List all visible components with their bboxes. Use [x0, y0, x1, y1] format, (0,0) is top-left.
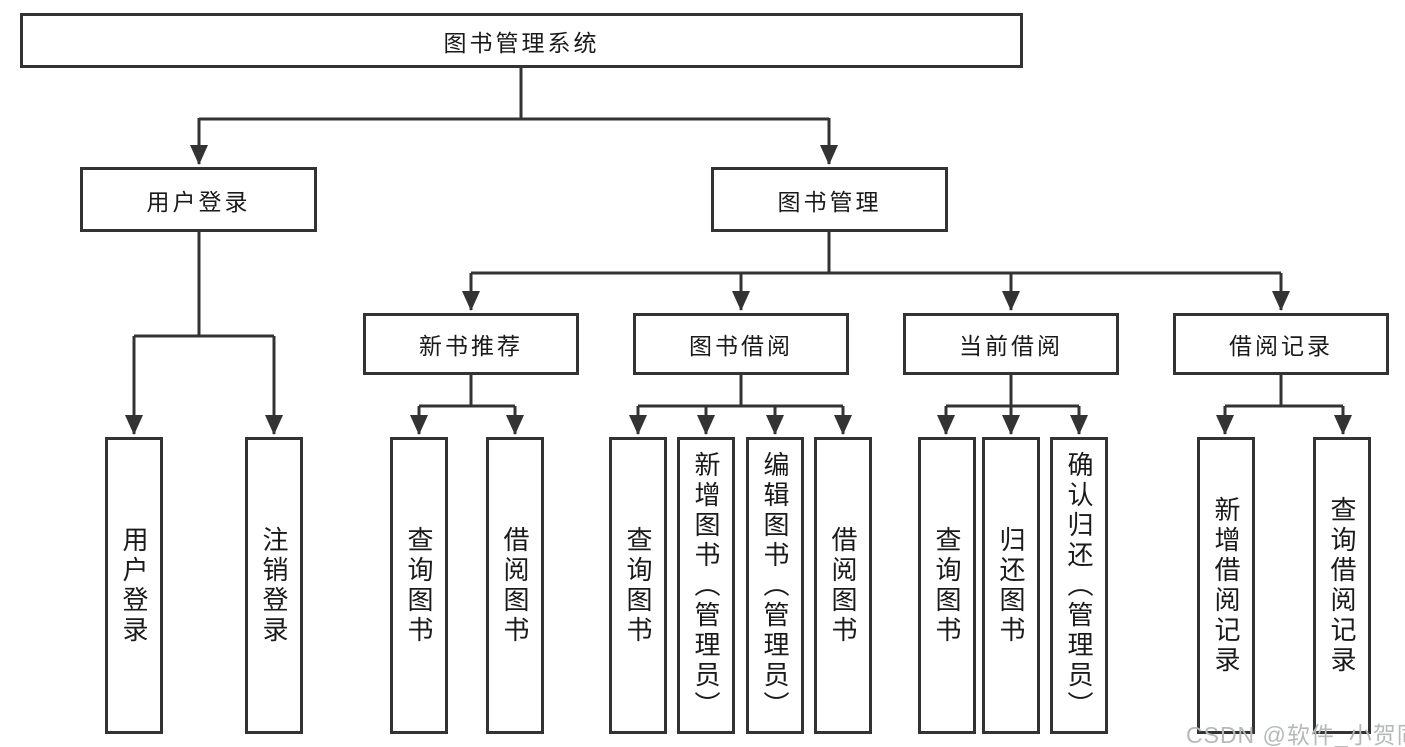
node-borrow-records: 借阅记录: [1173, 313, 1389, 375]
leaf-label: 查询图书: [932, 525, 962, 646]
leaf-records-query-borrow-record: 查询借阅记录: [1313, 437, 1371, 734]
leaf-label: 编辑图书（管理员）: [760, 450, 790, 721]
leaf-label: 新增图书（管理员）: [691, 450, 721, 721]
leaf-records-add-borrow-record: 新增借阅记录: [1197, 437, 1255, 734]
node-user-login: 用户登录: [80, 167, 317, 232]
leaf-label: 新增借阅记录: [1211, 495, 1241, 676]
leaf-borrow-add-books-admin: 新增图书（管理员）: [677, 437, 735, 734]
csdn-watermark: CSDN @软件_小贺同学: [1186, 722, 1405, 747]
leaf-current-confirm-return-admin: 确认归还（管理员）: [1050, 437, 1108, 734]
leaf-recommend-borrow-books: 借阅图书: [486, 437, 544, 734]
leaf-recommend-query-books: 查询图书: [390, 437, 448, 734]
leaf-borrow-borrow-books: 借阅图书: [814, 437, 872, 734]
node-label: 新书推荐: [419, 333, 523, 359]
node-root-system: 图书管理系统: [20, 13, 1023, 68]
leaf-label: 查询图书: [404, 525, 434, 646]
leaf-login-user-login: 用户登录: [105, 437, 163, 734]
node-label: 借阅记录: [1229, 333, 1333, 359]
node-current-borrow: 当前借阅: [903, 313, 1119, 375]
node-label: 图书管理系统: [443, 29, 600, 56]
leaf-borrow-query-books: 查询图书: [609, 437, 667, 734]
leaf-label: 借阅图书: [500, 525, 530, 646]
node-book-borrow: 图书借阅: [633, 313, 849, 375]
node-new-book-recommend: 新书推荐: [363, 313, 579, 375]
leaf-borrow-edit-books-admin: 编辑图书（管理员）: [746, 437, 804, 734]
leaf-label: 注销登录: [259, 525, 289, 646]
leaf-current-query-books: 查询图书: [918, 437, 976, 734]
leaf-label: 查询借阅记录: [1327, 495, 1357, 676]
node-book-management: 图书管理: [711, 167, 948, 232]
node-label: 用户登录: [146, 188, 251, 215]
leaf-login-logout: 注销登录: [245, 437, 303, 734]
leaf-label: 借阅图书: [828, 525, 858, 646]
leaf-label: 确认归还（管理员）: [1064, 450, 1094, 721]
leaf-label: 归还图书: [996, 525, 1026, 646]
leaf-current-return-books: 归还图书: [982, 437, 1040, 734]
node-label: 当前借阅: [959, 333, 1063, 359]
node-label: 图书借阅: [689, 333, 793, 359]
node-label: 图书管理: [777, 188, 882, 215]
leaf-label: 查询图书: [623, 525, 653, 646]
leaf-label: 用户登录: [119, 525, 149, 646]
